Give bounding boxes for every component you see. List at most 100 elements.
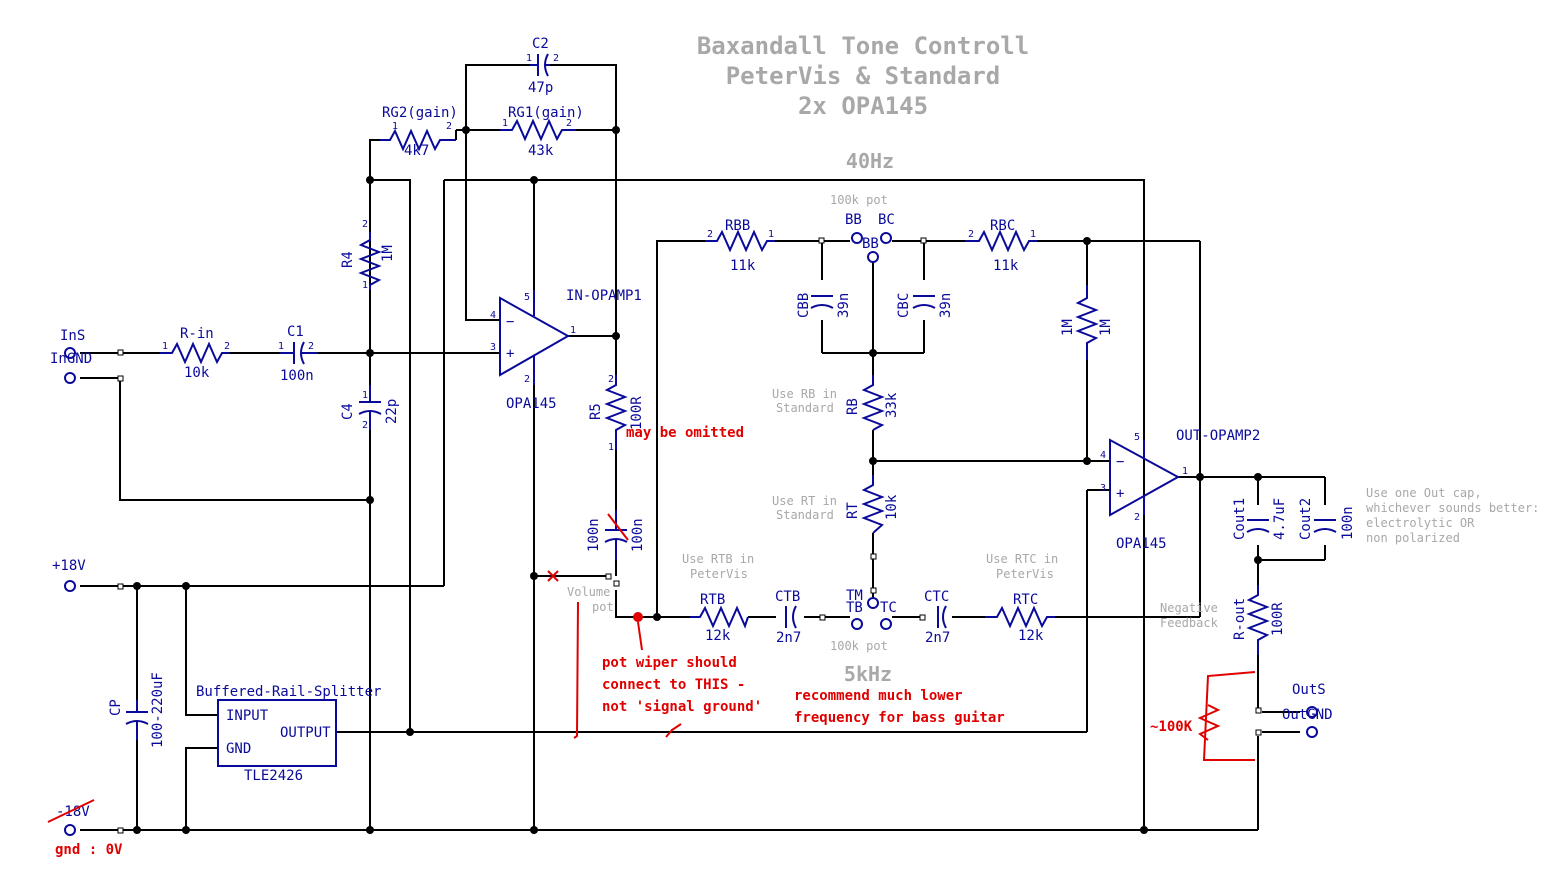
outgnd-label: OutGND (1282, 707, 1333, 723)
tb-terminal (851, 618, 863, 630)
gnd-label: gnd : 0V (55, 842, 123, 858)
rb-value: 33k (884, 392, 900, 418)
use-rt-note-2: Standard (776, 508, 834, 522)
tc-label: TC (880, 600, 897, 616)
wiper-note-2: connect to THIS - (602, 677, 745, 693)
wiper-note-3: not 'signal ground' (602, 699, 762, 715)
resistor-rg2: RG2(gain) 4k7 1 2 (380, 105, 458, 159)
c1-value: 100n (280, 368, 314, 384)
cbc-ref: CBC (896, 293, 912, 318)
pin-label: 1 (362, 390, 368, 401)
use-rtb-note: Use RTB in (682, 552, 754, 566)
use-rb-note: Use RB in (772, 387, 837, 401)
supply-connector: +18V -18V gnd : 0V (52, 558, 123, 858)
rbc-value: 11k (993, 258, 1019, 274)
title-line-2: PeterVis & Standard (726, 62, 1001, 90)
rg2-value: 4k7 (404, 143, 429, 159)
rt-ref: RT (845, 502, 861, 519)
ctc-value: 2n7 (925, 630, 950, 646)
cout1-value: 4.7uF (1272, 498, 1288, 540)
cap-volume-b-value: 100n (630, 518, 646, 552)
bass-frequency-label: 40Hz (846, 149, 894, 173)
splitter-input: INPUT (226, 708, 269, 724)
cout2-ref: Cout2 (1298, 498, 1314, 540)
pin-label: 2 (308, 341, 314, 352)
opamp-2: − + OUT-OPAMP2 OPA145 4 3 5 2 1 (1100, 428, 1260, 552)
out-cap-note-2: whichever sounds better: (1366, 501, 1539, 515)
capacitor-ctc: CTC 2n7 (924, 589, 950, 646)
use-rt-note: Use RT in (772, 494, 837, 508)
pin-label: 1 (278, 341, 284, 352)
rm-ref: 1M (1060, 319, 1076, 336)
r100k-label: ~100K (1150, 719, 1193, 735)
rbb-ref: RBB (725, 218, 750, 234)
wiper-arrow (637, 621, 643, 651)
pin-label: 2 (362, 420, 368, 431)
resistor-r5: R5 100R 2 1 (588, 374, 645, 453)
r4-value: 1M (380, 245, 396, 262)
cap-volume-a-value: 100n (586, 518, 602, 552)
use-rtc-note-2: PeterVis (996, 567, 1054, 581)
splitter-output: OUTPUT (280, 725, 331, 741)
pin-terminals (117, 237, 1262, 834)
ctb-ref: CTB (775, 589, 800, 605)
ctc-ref: CTC (924, 589, 949, 605)
resistor-rbc: RBC 11k 2 1 (965, 218, 1037, 274)
rbb-value: 11k (730, 258, 756, 274)
pin-label: 4 (490, 310, 496, 321)
capacitor-c1: C1 100n 1 2 (278, 324, 318, 384)
negative-feedback-label: Negative (1160, 601, 1218, 615)
c4-value: 22p (384, 399, 400, 424)
volume-pot-label: Volume (567, 585, 610, 599)
tc-terminal (880, 618, 892, 630)
use-rtc-note: Use RTC in (986, 552, 1058, 566)
wires (80, 64, 1326, 831)
rm-value: 1M (1098, 319, 1114, 336)
pin-label: 2 (968, 229, 974, 240)
cp-ref: CP (108, 699, 124, 716)
ins-label: InS (60, 328, 85, 344)
c2-value: 47p (528, 80, 553, 96)
title-line-3: 2x OPA145 (798, 92, 928, 120)
rt-value: 10k (884, 494, 900, 520)
opamp2-plus: + (1116, 486, 1124, 502)
red-wire (573, 601, 579, 739)
capacitor-cp: CP 100-220uF (108, 672, 166, 748)
cp-value: 100-220uF (150, 672, 166, 748)
rtc-ref: RTC (1013, 592, 1038, 608)
rin-ref: R-in (180, 326, 214, 342)
opamp-1: − + IN-OPAMP1 OPA145 4 3 5 2 1 (490, 288, 642, 412)
pin-label: 2 (566, 118, 572, 129)
treble-pot-label: 100k pot (830, 639, 888, 653)
pin-label: 2 (524, 374, 530, 385)
c2-ref: C2 (532, 36, 549, 52)
ctb-value: 2n7 (776, 630, 801, 646)
outs-jack (1306, 706, 1318, 718)
opamp1-net-label: IN-OPAMP1 (566, 288, 642, 304)
bb-terminal (851, 232, 863, 244)
r4-ref: R4 (340, 251, 356, 268)
cbb-value: 39n (836, 293, 852, 318)
outs-label: OutS (1292, 682, 1326, 698)
rin-value: 10k (184, 365, 210, 381)
ingnd-jack (64, 372, 76, 384)
capacitor-cbb: CBB 39n (796, 293, 852, 318)
ins-jack (64, 347, 76, 359)
recommend-note-2: frequency for bass guitar (794, 710, 1005, 726)
resistor-rtc: RTC 12k (985, 592, 1055, 644)
input-connector: InS InGND (50, 328, 92, 384)
outgnd-jack (1306, 726, 1318, 738)
splitter-part: TLE2426 (244, 768, 303, 784)
rg1-value: 43k (528, 143, 554, 159)
resistor-r4: R4 1M 2 1 (340, 219, 396, 291)
c4-ref: C4 (340, 403, 356, 420)
resistor-rbb: RBB 11k 2 1 (705, 218, 775, 274)
capacitor-c4: C4 22p 1 2 (340, 385, 400, 431)
opamp2-minus: − (1116, 454, 1124, 470)
r5-ref: R5 (588, 403, 604, 420)
capacitor-cout2: Cout2 100n (1298, 498, 1356, 540)
negative-feedback-label-2: Feedback (1160, 616, 1219, 630)
pin-label: 1 (1182, 466, 1188, 477)
red-annotations: may be omitted pot wiper should connect … (47, 425, 1256, 823)
pin-label: 2 (608, 374, 614, 385)
